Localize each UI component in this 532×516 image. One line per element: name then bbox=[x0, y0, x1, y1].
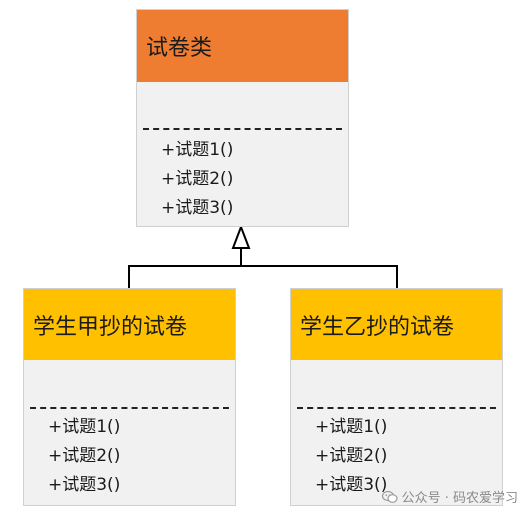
inheritance-arrowhead bbox=[231, 224, 251, 249]
method-item: +试题3() bbox=[315, 475, 388, 495]
watermark: 公众号 · 码农爱学习 bbox=[381, 487, 518, 506]
method-item: +试题3() bbox=[161, 198, 234, 218]
method-item: +试题1() bbox=[315, 417, 388, 437]
child-class-methods-a: +试题1() +试题2() +试题3() bbox=[48, 413, 120, 500]
child-class-name-b: 学生乙抄的试卷 bbox=[300, 314, 455, 340]
child-class-methods-b: +试题1() +试题2() +试题3() bbox=[315, 413, 387, 500]
method-item: +试题1() bbox=[48, 417, 121, 437]
parent-class-methods: +试题1() +试题2() +试题3() bbox=[161, 136, 233, 223]
child-class-box-a: 学生甲抄的试卷 +试题1() +试题2() +试题3() bbox=[23, 288, 236, 506]
parent-class-header: 试卷类 bbox=[137, 10, 348, 82]
child-class-divider-b bbox=[297, 407, 496, 409]
parent-class-divider bbox=[143, 128, 342, 130]
method-item: +试题2() bbox=[161, 169, 234, 189]
child-class-name-a: 学生甲抄的试卷 bbox=[33, 314, 188, 340]
method-item: +试题2() bbox=[48, 446, 121, 466]
child-class-header-b: 学生乙抄的试卷 bbox=[291, 289, 502, 360]
watermark-text: 公众号 · 码农爱学习 bbox=[401, 491, 518, 506]
child-class-divider-a bbox=[30, 407, 229, 409]
inheritance-line bbox=[128, 265, 398, 289]
child-class-header-a: 学生甲抄的试卷 bbox=[24, 289, 235, 360]
child-class-box-b: 学生乙抄的试卷 +试题1() +试题2() +试题3() bbox=[290, 288, 503, 506]
method-item: +试题1() bbox=[161, 140, 234, 160]
method-item: +试题2() bbox=[315, 446, 388, 466]
wechat-icon bbox=[381, 490, 398, 503]
parent-class-box: 试卷类 +试题1() +试题2() +试题3() bbox=[136, 9, 349, 227]
method-item: +试题3() bbox=[48, 475, 121, 495]
parent-class-name: 试卷类 bbox=[146, 36, 213, 61]
